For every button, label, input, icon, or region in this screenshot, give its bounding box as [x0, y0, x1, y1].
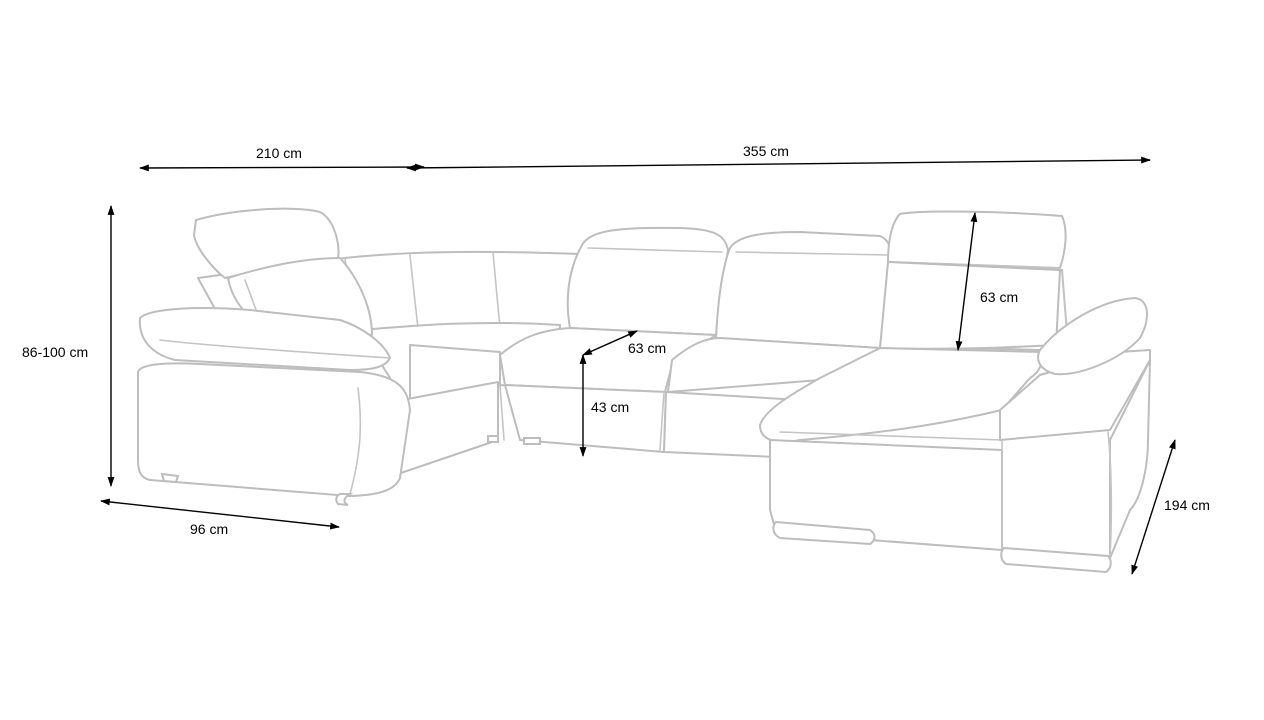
- label-left-depth: 96 cm: [190, 521, 228, 537]
- dim-line-chaise-depth: [1131, 439, 1176, 575]
- label-headrest-height: 63 cm: [980, 289, 1018, 305]
- label-chaise-depth: 194 cm: [1164, 497, 1210, 513]
- dim-line-headrest-height: [955, 212, 978, 351]
- dimension-lines: [100, 156, 1176, 575]
- label-left-width: 210 cm: [256, 145, 302, 161]
- dim-line-left-width: [139, 163, 425, 172]
- dimension-labels: 210 cm 355 cm 86-100 cm 96 cm 63 cm 43 c…: [22, 143, 1210, 537]
- label-seat-depth: 63 cm: [628, 340, 666, 356]
- label-total-width: 355 cm: [743, 143, 789, 159]
- label-seat-height: 43 cm: [591, 399, 629, 415]
- dim-line-left-depth: [100, 498, 340, 530]
- dim-line-seat-depth: [582, 330, 638, 356]
- sofa-illustration: [137, 207, 1151, 574]
- label-height: 86-100 cm: [22, 344, 88, 360]
- dim-line-total-width: [406, 156, 1151, 172]
